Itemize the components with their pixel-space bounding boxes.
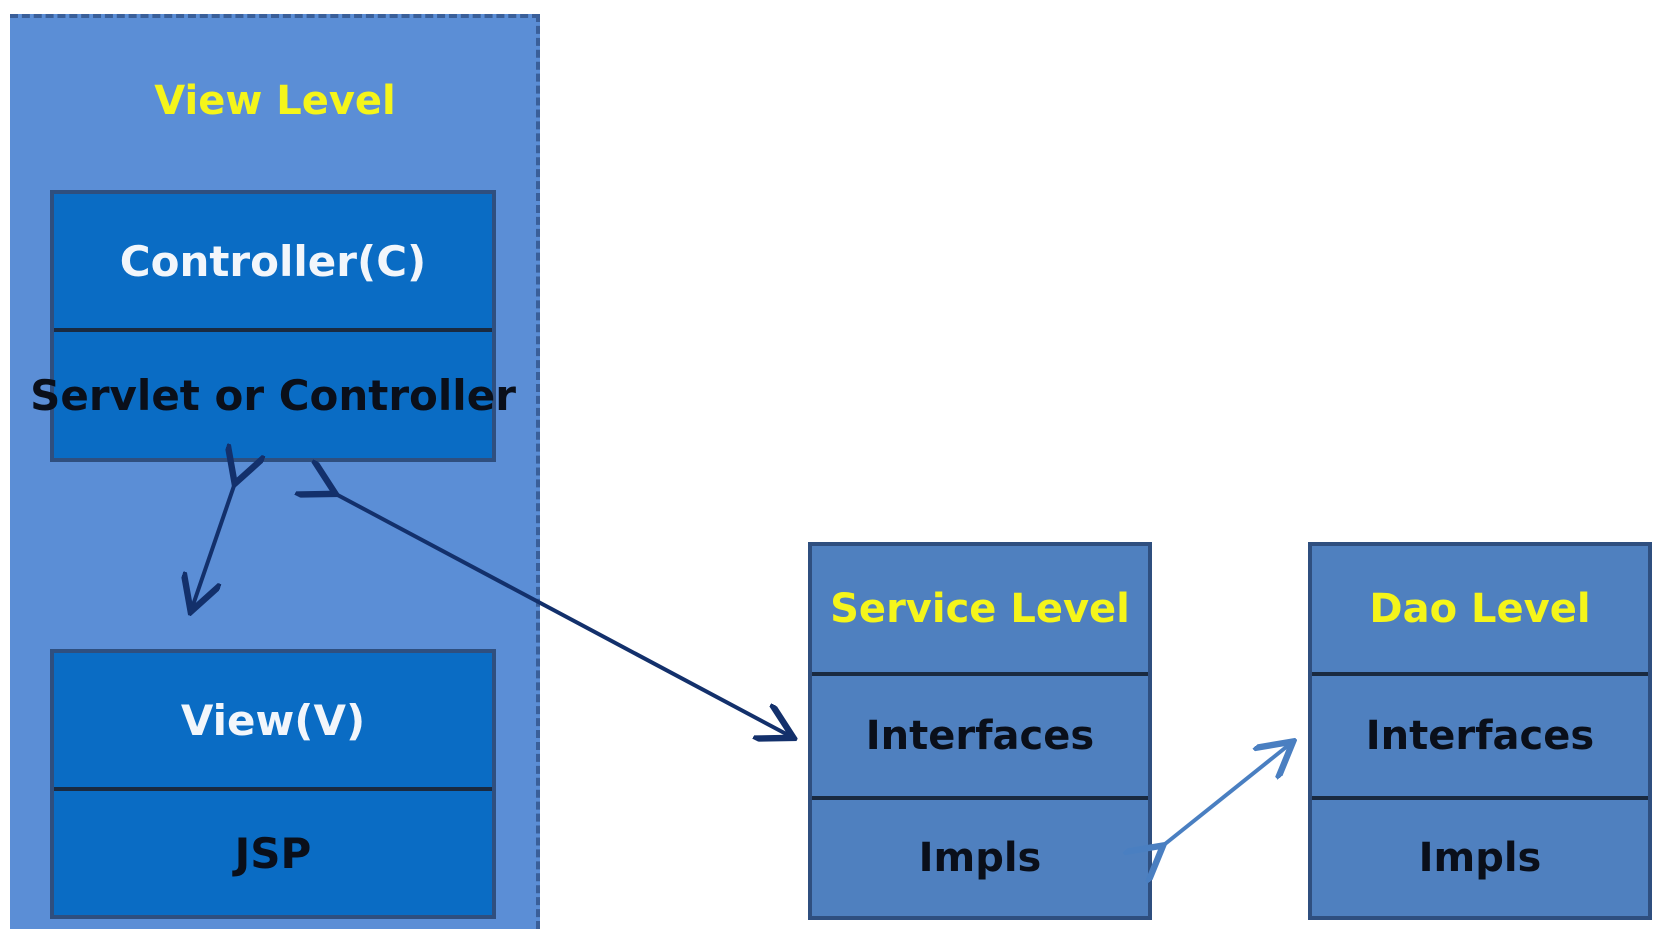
dao-impls-label: Impls <box>1312 796 1648 916</box>
service-level-title: Service Level <box>830 586 1130 632</box>
service-level-box: Service Level Interfaces Impls <box>808 542 1152 920</box>
dao-level-box: Dao Level Interfaces Impls <box>1308 542 1652 920</box>
service-interfaces-label: Interfaces <box>812 672 1148 796</box>
servlet-or-controller-label: Servlet or Controller <box>30 328 516 458</box>
jsp-label: JSP <box>54 787 492 915</box>
dao-interfaces-label: Interfaces <box>1312 672 1648 796</box>
service-dao-arrow <box>1160 744 1290 848</box>
view-label: View(V) <box>180 695 366 745</box>
controller-label: Controller(C) <box>119 236 427 286</box>
view-level-title: View Level <box>154 78 396 124</box>
view-box: View(V) JSP <box>50 649 496 919</box>
service-impls-label: Impls <box>812 796 1148 916</box>
dao-level-title: Dao Level <box>1369 586 1591 632</box>
controller-box: Controller(C) Servlet or Controller <box>30 190 516 462</box>
